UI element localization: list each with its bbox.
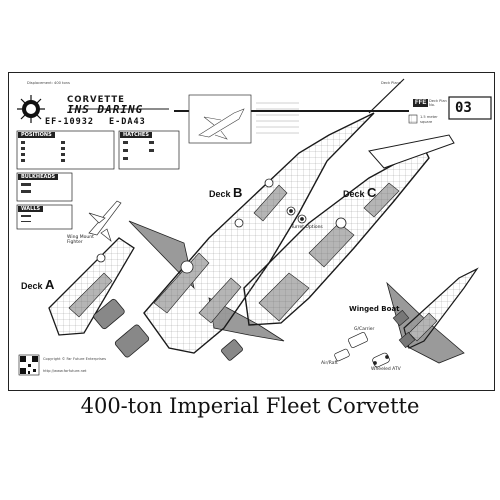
scale-note-2: square xyxy=(420,120,433,124)
turret-option-icons xyxy=(286,206,307,224)
inset-sketch-frame xyxy=(188,94,252,144)
air-raft-label: Air/Raft xyxy=(321,361,338,366)
deck-b-hull xyxy=(143,112,375,354)
inset-ship-sketch xyxy=(198,108,245,140)
deck-plan-sheet: Displacement: 400 tons Deck Plans CORVET… xyxy=(8,72,495,391)
deck-c-nose xyxy=(368,134,455,169)
displacement-note: Displacement: 400 tons xyxy=(27,81,70,85)
deck-c-label: Deck C xyxy=(343,185,377,200)
ship-name: INS DARING xyxy=(67,103,144,116)
winged-boat-drawing xyxy=(386,267,479,364)
image-caption: 400-ton Imperial Fleet Corvette xyxy=(80,394,420,418)
wing-mount-fighter-label: Wing Mount Fighter xyxy=(67,235,94,245)
wheeled-atv-label: Wheeled ATV xyxy=(371,367,401,372)
deck-c-hull xyxy=(243,147,430,326)
inset-data-lines xyxy=(256,102,299,134)
positions-title: POSITIONS xyxy=(18,132,55,138)
winged-boat-label: Winged Boat xyxy=(349,305,400,313)
deck-b-label: Deck B xyxy=(209,185,243,200)
deck-a-label: Deck A xyxy=(21,277,55,292)
turret-options-label: Turret Options xyxy=(291,225,323,230)
copyright-note: Copyright © Far Future Enterprises xyxy=(43,357,106,361)
page-meta: Deck Plan No. xyxy=(429,99,447,107)
scale-note-1: 1.5 meter xyxy=(420,115,438,119)
page-number-frame xyxy=(448,96,492,120)
g-carrier-label: G/Carrier xyxy=(354,327,375,332)
publisher-badge: FFE xyxy=(413,99,429,107)
scale-square xyxy=(408,114,418,124)
website-note: http://www.farfuture.net xyxy=(43,369,87,373)
bulkheads-title: BULKHEADS xyxy=(18,174,59,180)
deck-plans-note: Deck Plans xyxy=(381,81,401,85)
ship-code-left: EF-10932 xyxy=(45,117,94,127)
engine-nozzles xyxy=(93,298,243,361)
ship-code-right: E-DA43 xyxy=(109,117,146,127)
hatches-title: HATCHES xyxy=(120,132,152,138)
deck-a-hull xyxy=(48,237,135,336)
sunburst-logo-icon xyxy=(17,95,45,123)
wing-mount-fighter-drawing xyxy=(88,200,122,243)
walls-title: WALLS xyxy=(18,206,44,212)
page-number: 03 xyxy=(455,100,472,116)
vehicle-drawings xyxy=(334,331,390,368)
ship-class: CORVETTE xyxy=(67,95,125,105)
qr-code-icon xyxy=(18,354,40,376)
